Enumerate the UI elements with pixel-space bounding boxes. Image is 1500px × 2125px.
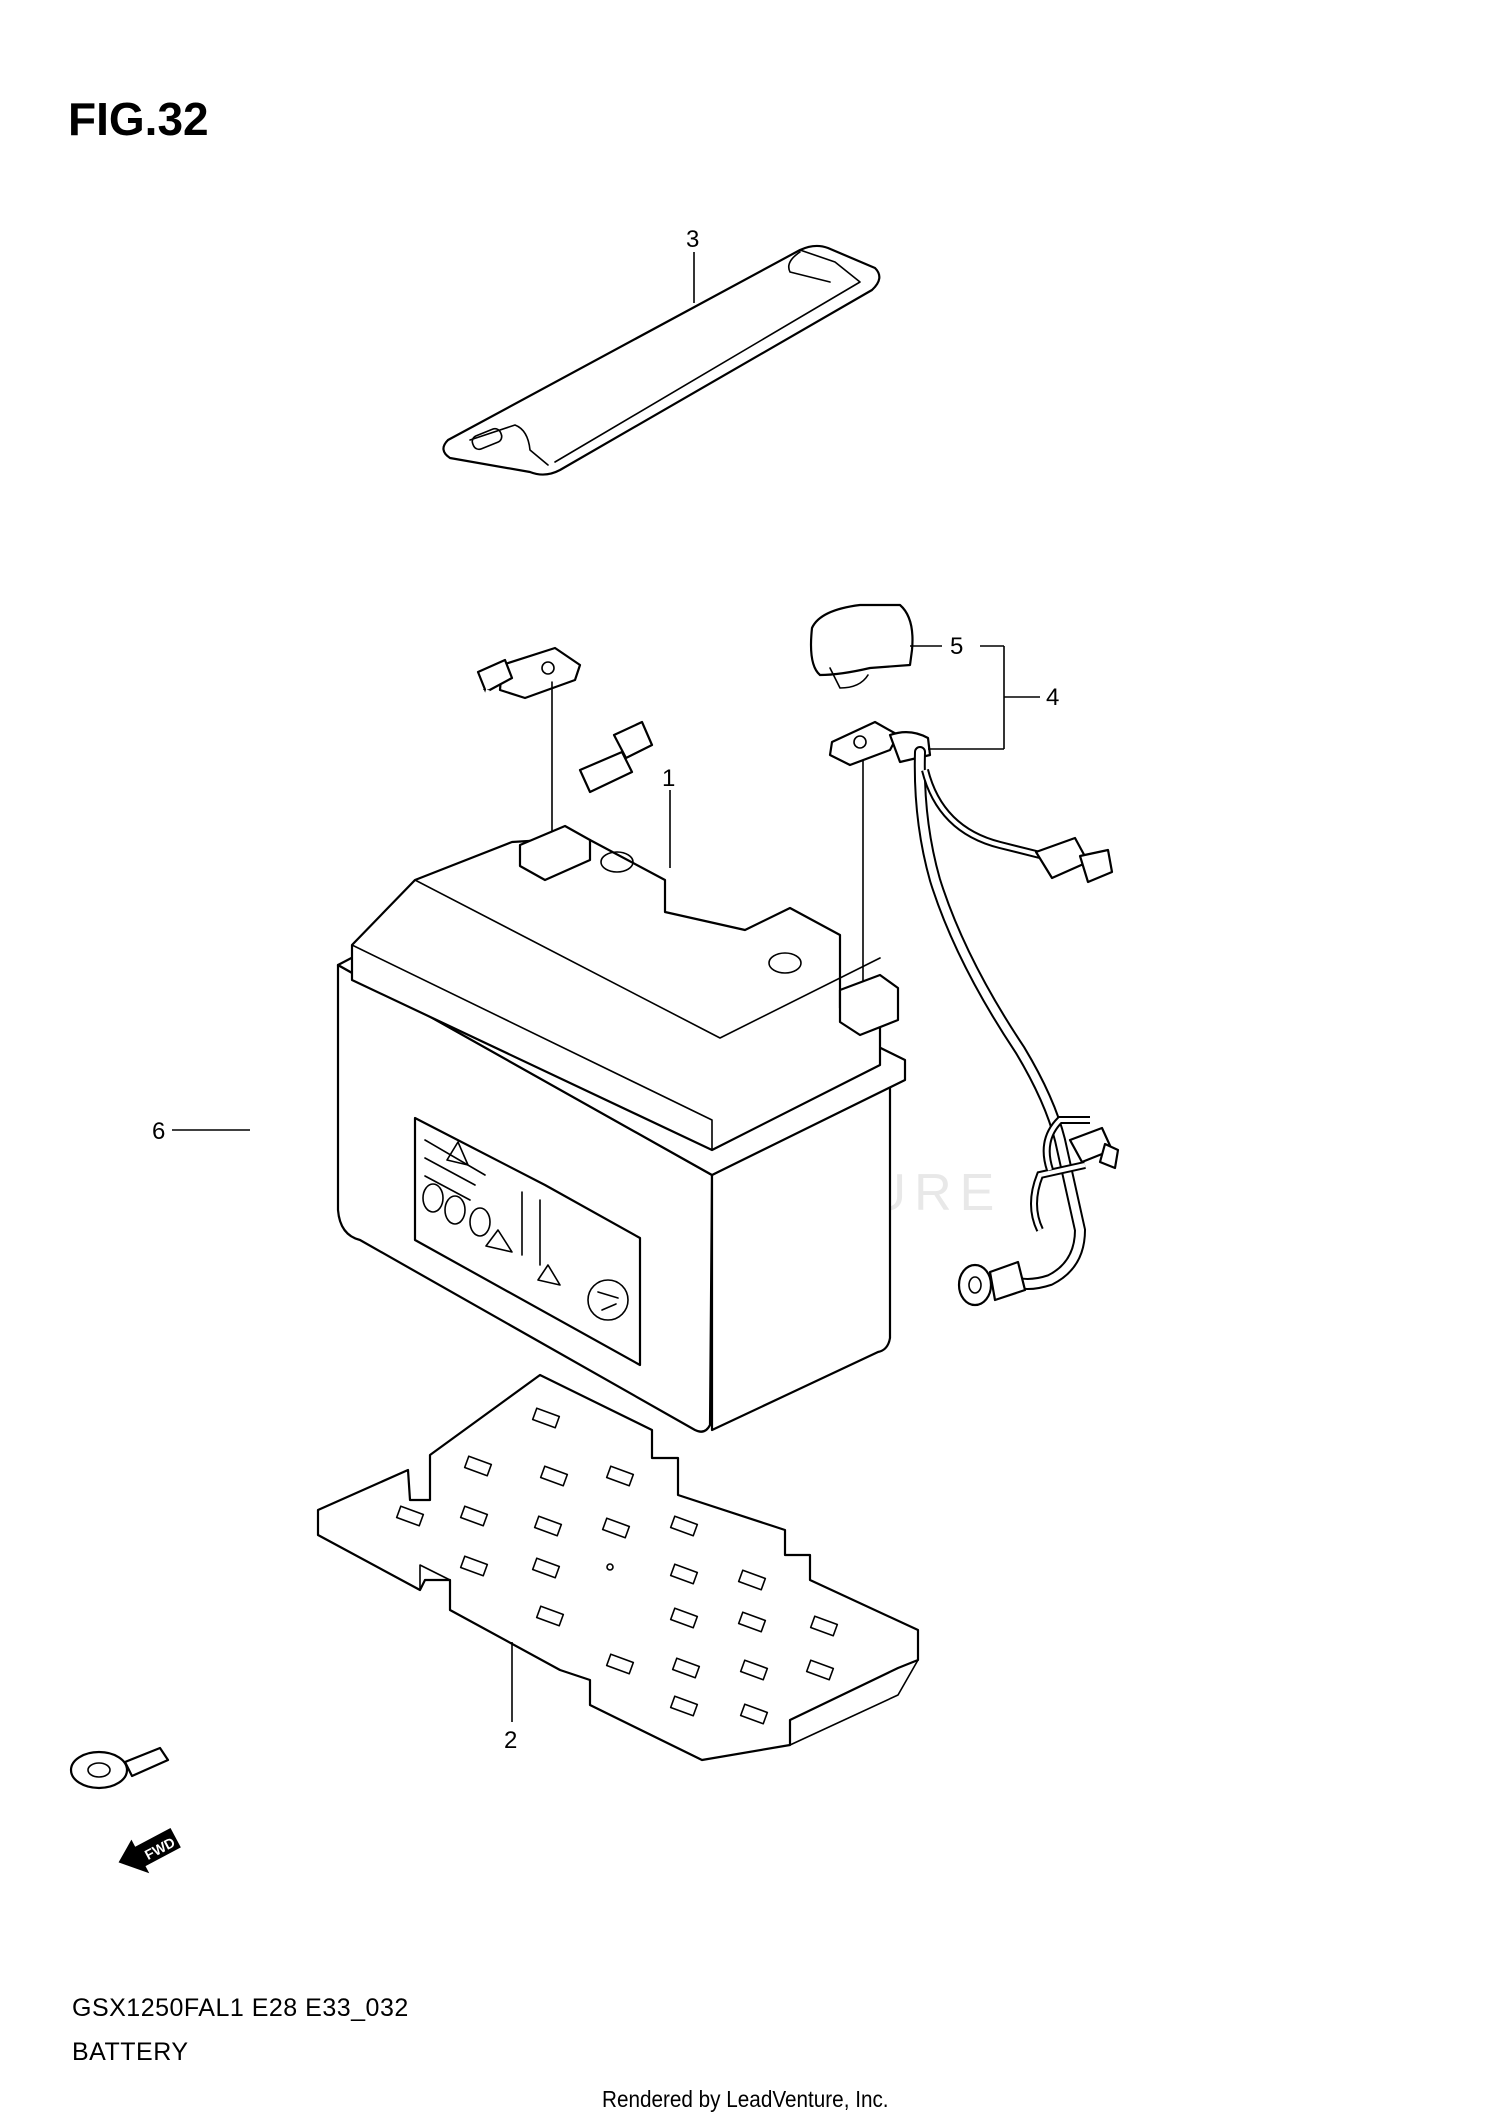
callout-2: 2 [504,1642,517,1754]
battery-strap [442,244,881,476]
svg-text:5: 5 [950,633,963,660]
callout-5: 5 [910,633,1005,750]
model-code: GSX1250FAL1 E28 E33_032 [72,1994,409,2022]
svg-text:3: 3 [686,226,699,253]
terminal-bolt-guides [551,681,864,991]
tray-slots [395,1407,839,1725]
svg-text:1: 1 [662,765,675,792]
positive-cable [809,603,1120,1307]
callout-3: 3 [686,226,699,303]
callout-4: 4 [1004,684,1059,711]
rendered-by-credit: Rendered by LeadVenture, Inc. [602,2086,889,2112]
svg-text:2: 2 [504,1727,517,1754]
section-title: BATTERY [72,2038,189,2066]
callout-6: 6 [152,1118,250,1145]
figure-title: FIG.32 [68,93,209,145]
callout-1: 1 [662,765,675,868]
svg-text:6: 6 [152,1118,165,1145]
battery-tray [316,1373,920,1762]
battery [336,824,907,1433]
svg-text:4: 4 [1046,684,1059,711]
forward-direction-icon: FWD [118,1827,181,1874]
